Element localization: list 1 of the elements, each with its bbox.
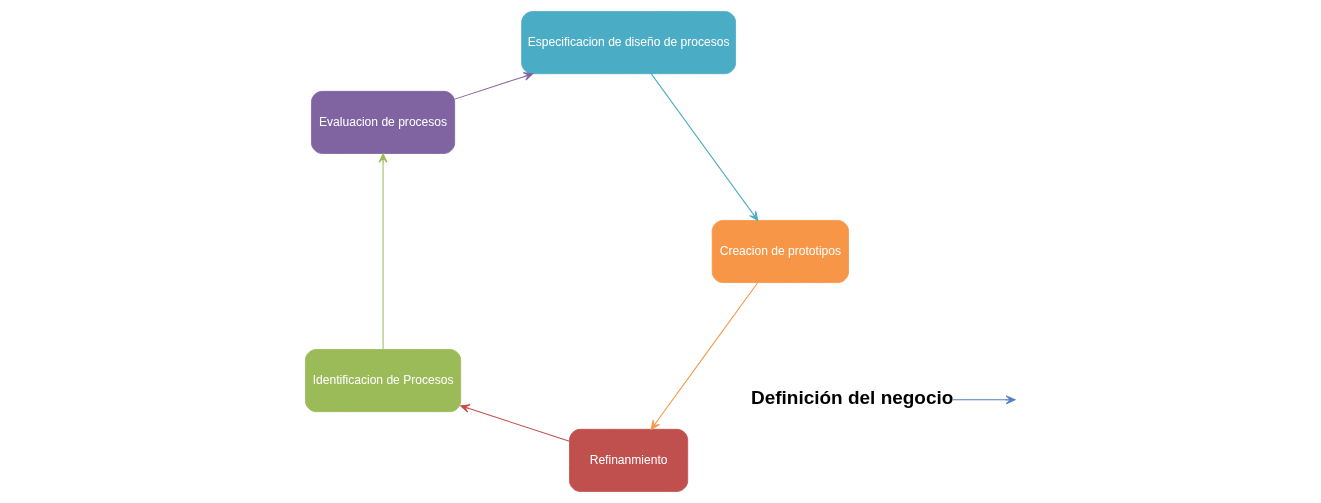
node-text: Definición del negocio: [751, 386, 954, 408]
